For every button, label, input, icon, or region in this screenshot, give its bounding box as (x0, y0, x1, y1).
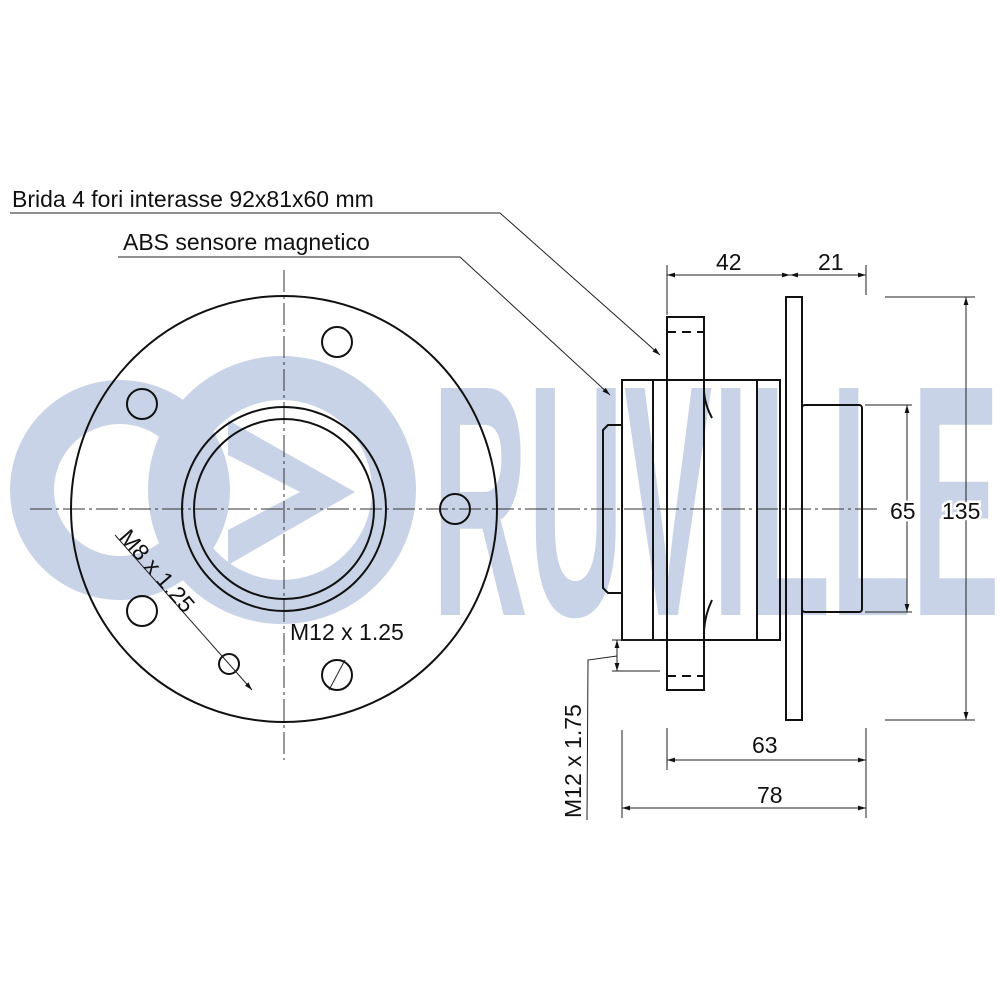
dim-65: 65 (890, 498, 916, 524)
dim-42: 42 (716, 249, 742, 275)
dim-21: 21 (818, 249, 844, 275)
m12-center-label: M12 x 1.25 (290, 619, 404, 645)
flange-outline (70, 295, 498, 723)
break-line (703, 599, 713, 631)
thread-marker (328, 659, 346, 691)
pilot-hub (801, 404, 863, 613)
side-view: 42 21 135 65 63 78 M12 x 1.75 (560, 249, 983, 821)
small-threaded-hole (218, 653, 240, 675)
dim-78: 78 (757, 782, 783, 808)
dim-135: 135 (942, 498, 980, 524)
bolt-hole (126, 388, 158, 420)
flange-leader (10, 212, 661, 356)
m12-side-leader (586, 655, 618, 821)
m12-side-label: M12 x 1.75 (560, 704, 586, 818)
logo-play-icon (228, 420, 355, 565)
hub-outer-ring (181, 406, 387, 612)
abs-sensor-ring (602, 424, 623, 594)
abs-leader (118, 256, 611, 396)
abs-label: ABS sensore magnetico (123, 229, 370, 255)
ruville-logo-watermark: RUVILLE (10, 316, 1000, 685)
logo-ring-left (10, 380, 230, 600)
mounting-flange (666, 316, 705, 691)
bolt-hole (126, 595, 158, 627)
flange-label: Brida 4 fori interasse 92x81x60 mm (12, 186, 374, 212)
hub-inner-ring (193, 418, 375, 600)
logo-ring-right (148, 356, 416, 624)
threaded-hole (321, 659, 353, 691)
bolt-hole (439, 493, 471, 525)
m8-leader (114, 534, 253, 691)
bolt-hole (321, 326, 353, 358)
dim-63: 63 (752, 732, 778, 758)
break-line (703, 391, 713, 419)
